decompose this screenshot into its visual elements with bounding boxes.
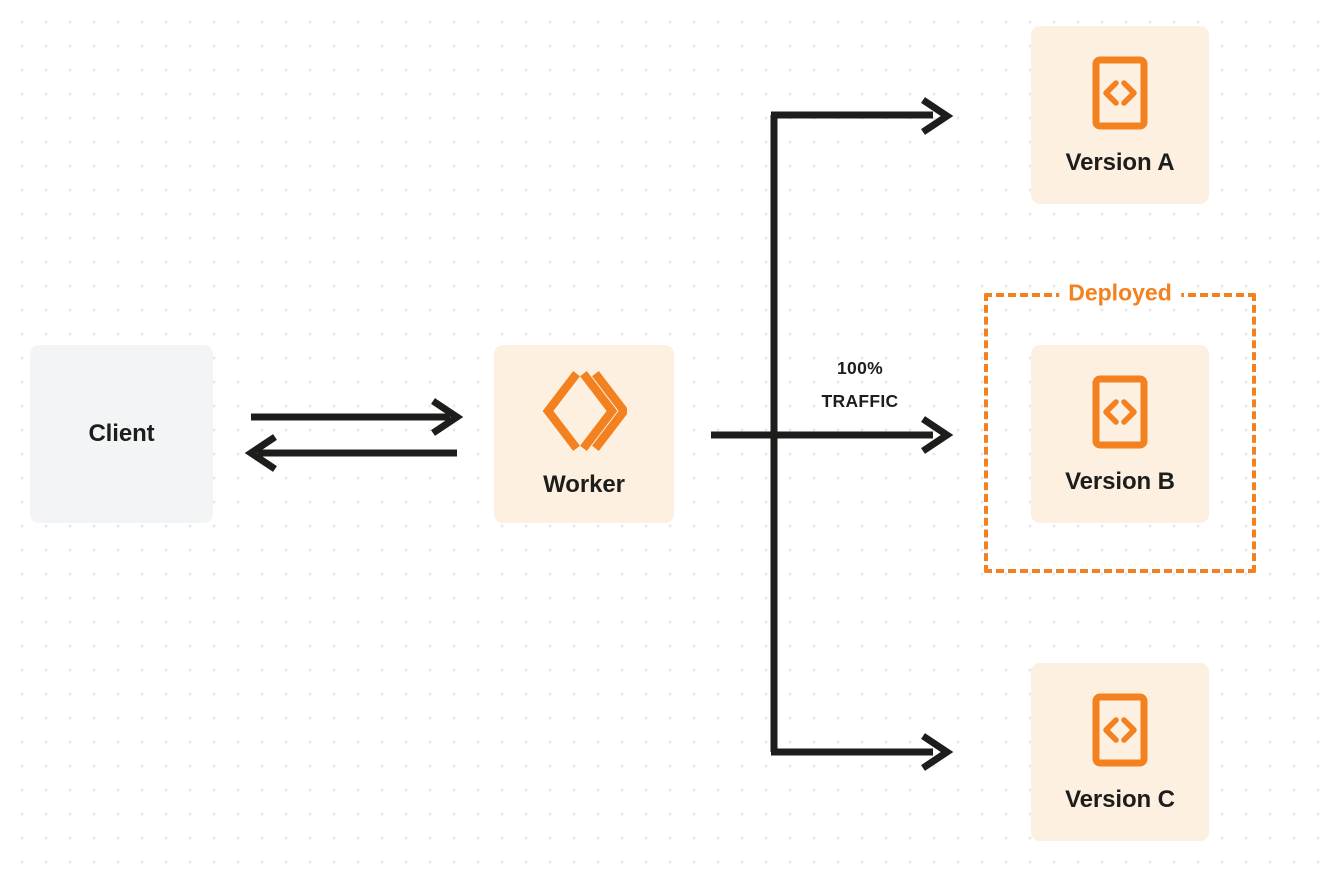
arrow-worker-to-version-a — [771, 97, 954, 135]
version-a-label: Version A — [1065, 149, 1175, 176]
traffic-label: 100% TRAFFIC — [790, 352, 930, 419]
arrow-worker-to-version-c — [771, 733, 954, 771]
version-c-node[interactable]: Version C — [1031, 663, 1209, 841]
deployed-label: Deployed — [1059, 281, 1181, 305]
worker-node[interactable]: Worker — [494, 345, 674, 523]
code-document-icon — [1091, 374, 1149, 450]
version-c-label: Version C — [1065, 786, 1175, 813]
client-label: Client — [88, 420, 155, 447]
traffic-percent: 100% — [837, 358, 883, 378]
version-a-node[interactable]: Version A — [1031, 26, 1209, 204]
deployed-region: Deployed — [984, 281, 1256, 573]
traffic-caption: TRAFFIC — [821, 391, 899, 412]
cloudflare-workers-logo-icon — [541, 371, 630, 451]
version-b-label: Version B — [1065, 468, 1175, 495]
arrow-worker-to-version-b — [711, 416, 954, 454]
version-b-node[interactable]: Version B — [1031, 345, 1209, 523]
client-node[interactable]: Client — [30, 345, 213, 523]
code-document-icon — [1091, 55, 1149, 131]
arrow-worker-to-client — [244, 434, 457, 472]
arrow-client-to-worker — [251, 398, 464, 436]
code-document-icon — [1091, 692, 1149, 768]
worker-label: Worker — [543, 471, 625, 498]
